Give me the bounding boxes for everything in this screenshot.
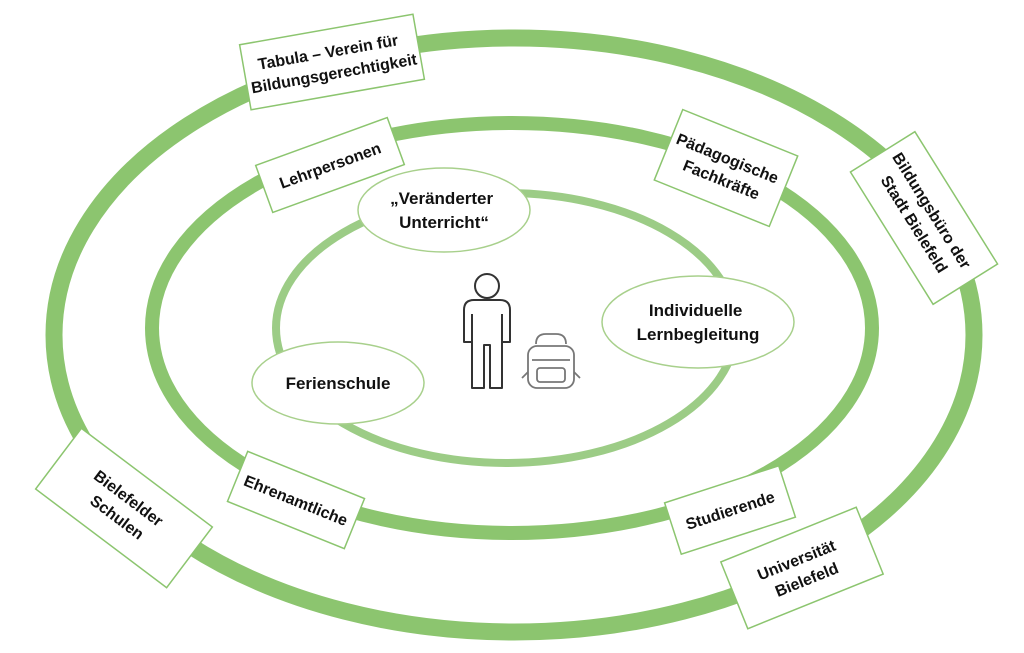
- individuelle-line-2: Lernbegleitung: [637, 325, 760, 344]
- box-studierende: Studierende: [663, 464, 797, 556]
- outer-ring: [45, 29, 983, 641]
- backpack-icon: [521, 333, 581, 389]
- oval-individuelle-lernbegleitung: Individuelle Lernbegleitung: [601, 275, 795, 369]
- box-ehrenamtliche: Ehrenamtliche: [226, 450, 366, 550]
- box-paedagogische-fachkraefte: Pädagogische Fachkräfte: [653, 108, 799, 228]
- veraenderter-line-1: „Veränderter: [390, 189, 493, 208]
- ferienschule-label: Ferienschule: [286, 374, 391, 393]
- middle-ring: [145, 116, 879, 540]
- box-bildungsbuero: Bildungsbüro der Stadt Bielefeld: [849, 130, 999, 306]
- oval-ferienschule: Ferienschule: [251, 341, 425, 425]
- box-tabula: Tabula – Verein für Bildungsgerechtigkei…: [238, 13, 426, 111]
- individuelle-line-1: Individuelle: [649, 301, 743, 320]
- svg-text:Individuelle Lernbegleit: Individuelle Lernbegleitung: [637, 301, 760, 344]
- svg-text:Ferienschule: Ferienschule: [286, 374, 391, 393]
- person-icon: [463, 273, 511, 389]
- svg-text:„Veränderter Unterricht“: „Veränderter Unterricht“: [390, 189, 498, 232]
- oval-veraenderter-unterricht: „Veränderter Unterricht“: [357, 167, 531, 253]
- box-bielefelder-schulen: Bielefelder Schulen: [34, 427, 214, 589]
- box-universitaet: Universität Bielefeld: [719, 506, 885, 630]
- veraenderter-line-2: Unterricht“: [399, 213, 489, 232]
